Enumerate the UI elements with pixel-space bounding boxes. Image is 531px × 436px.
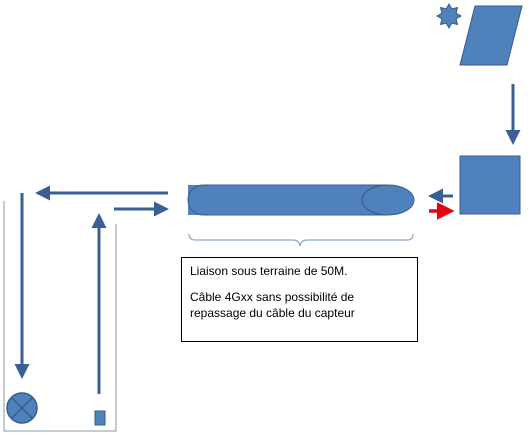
pole-outline <box>3 201 117 432</box>
controller-box-icon <box>459 155 521 215</box>
solar-panel-icon <box>459 5 523 66</box>
cable-note-box: Liaison sous terraine de 50M. Câble 4Gxx… <box>181 257 418 342</box>
pipe-length-brace <box>188 233 414 247</box>
underground-pipe-cylinder-icon <box>187 184 415 216</box>
sensor-small-square-icon <box>94 410 106 426</box>
sun-icon <box>435 2 463 30</box>
note-line-2: Câble 4Gxx sans possibilité de repassage… <box>190 290 355 320</box>
note-line-1: Liaison sous terraine de 50M. <box>190 264 348 278</box>
lamp-cross-icon <box>6 392 38 424</box>
